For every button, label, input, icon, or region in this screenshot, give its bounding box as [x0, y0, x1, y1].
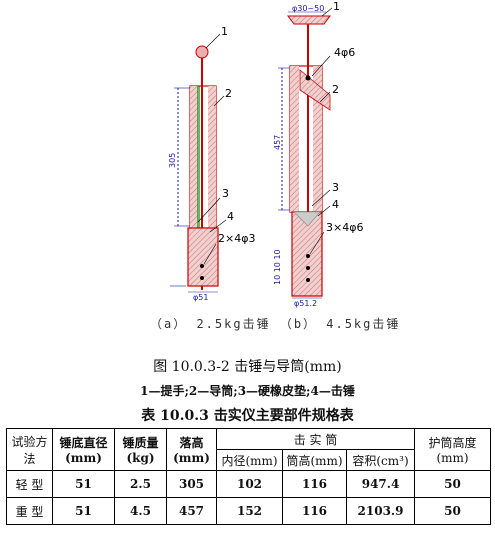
cell-inner: 102 — [216, 470, 283, 498]
hammer-a-leader-1: 1 — [221, 25, 228, 38]
hammer-a-height-dim: 305 — [168, 153, 177, 168]
cell-guard: 50 — [414, 470, 492, 498]
hammer-a-drawing: 305 φ51 1 2 3 4 2×4φ3 — [168, 25, 255, 302]
cell-method: 重 型 — [6, 497, 53, 525]
figure-legend: 1—提手;2—导筒;3—硬橡皮垫;4—击锤 — [140, 384, 355, 398]
cell-height: 116 — [282, 497, 347, 525]
spec-table: 试验方法 锤底直径(mm) 锤质量(kg) 落高(mm) 击 实 筒 护筒高度(… — [6, 428, 492, 525]
hammer-b-hole-note: 3×4φ6 — [326, 221, 363, 234]
header-guard: 护筒高度(mm) — [414, 428, 492, 471]
cell-mass: 2.5 — [114, 470, 167, 498]
header-method: 试验方法 — [6, 428, 53, 471]
table-header-row: 试验方法 锤底直径(mm) 锤质量(kg) 落高(mm) 击 实 筒 护筒高度(… — [6, 428, 492, 471]
hammer-a-leader-3: 3 — [222, 187, 229, 200]
header-volume: 容积(cm³) — [345, 449, 416, 471]
header-mass: 锤质量(kg) — [114, 428, 167, 471]
table-row: 轻 型 51 2.5 305 102 116 947.4 50 — [6, 470, 492, 498]
hammer-figure: 305 φ51 1 2 3 4 2×4φ3 φ30~50 457 — [168, 0, 363, 308]
cell-diameter: 51 — [52, 497, 115, 525]
cell-volume: 947.4 — [345, 470, 416, 498]
hammer-b-small-dims: 10 10 10 — [273, 249, 282, 285]
hammer-b-top-dim: φ30~50 — [292, 4, 324, 13]
header-inner: 内径(mm) — [216, 449, 283, 471]
hammer-b-leader-1: 1 — [333, 0, 340, 13]
hammer-b-leader-4: 4 — [332, 198, 339, 211]
table-row: 重 型 51 4.5 457 152 116 2103.9 50 — [6, 497, 492, 525]
hammer-b-leader-3: 3 — [332, 181, 339, 194]
header-cylinder: 击 实 筒 — [215, 428, 416, 450]
cell-drop: 457 — [166, 497, 217, 525]
table-subheader-row: 内径(mm) 筒高(mm) 容积(cm³) — [7, 449, 491, 471]
cell-mass: 4.5 — [114, 497, 167, 525]
hammer-b-drawing: φ30~50 457 10 10 10 φ51.2 1 4φ6 2 3 4 3×… — [273, 0, 363, 308]
cell-height: 116 — [282, 470, 347, 498]
sublabel-b: （b） 4.5kg击锤 — [279, 317, 401, 331]
cell-volume: 2103.9 — [345, 497, 416, 525]
hammer-b-handle — [287, 15, 331, 25]
figure-sublabels: （a） 2.5kg击锤 （b） 4.5kg击锤 — [150, 315, 400, 332]
hammer-b-rubber-pad — [293, 211, 321, 227]
hammer-a-hole-note: 2×4φ3 — [218, 232, 255, 245]
cell-inner: 152 — [216, 497, 283, 525]
hammer-a-leader-2: 2 — [225, 87, 232, 100]
hammer-a-diameter-dim: φ51 — [193, 293, 208, 302]
header-diameter: 锤底直径(mm) — [52, 428, 115, 471]
header-drop: 落高(mm) — [166, 428, 217, 471]
hammer-b-diameter-dim: φ51.2 — [294, 299, 317, 308]
header-height: 筒高(mm) — [282, 449, 347, 471]
hammer-b-leader-2: 2 — [332, 83, 339, 96]
hammer-b-top-hole-note: 4φ6 — [334, 46, 355, 59]
table-caption: 表 10.0.3 击实仪主要部件规格表 — [141, 408, 354, 424]
cell-diameter: 51 — [52, 470, 115, 498]
hammer-b-height-dim: 457 — [273, 135, 282, 150]
sublabel-a: （a） 2.5kg击锤 — [150, 317, 271, 331]
cell-guard: 50 — [414, 497, 492, 525]
cell-method: 轻 型 — [6, 470, 53, 498]
cell-drop: 305 — [166, 470, 217, 498]
figure-caption: 图 10.0.3-2 击锤与导筒(mm) — [153, 359, 342, 375]
hammer-a-leader-4: 4 — [227, 210, 234, 223]
